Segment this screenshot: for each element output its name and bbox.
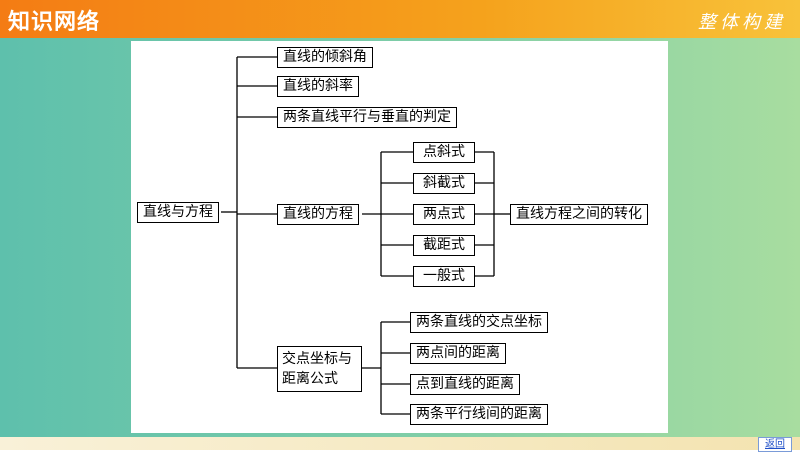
node-inclination-angle: 直线的倾斜角 (277, 47, 373, 68)
node-slope: 直线的斜率 (277, 76, 359, 97)
node-two-point-distance: 两点间的距离 (410, 343, 506, 364)
node-intercept: 截距式 (413, 235, 475, 256)
node-parallel-perpendicular: 两条直线平行与垂直的判定 (277, 107, 457, 128)
node-point-line-distance: 点到直线的距离 (410, 374, 520, 395)
node-intersection-distance-line1: 交点坐标与 (282, 351, 352, 367)
title-bar: 知识网络 整体构建 (0, 0, 800, 38)
node-point-slope: 点斜式 (413, 142, 475, 163)
node-two-point: 两点式 (413, 204, 475, 225)
node-slope-intercept: 斜截式 (413, 173, 475, 194)
node-equation-conversion: 直线方程之间的转化 (510, 204, 648, 225)
node-intersection-distance: 交点坐标与 距离公式 (277, 346, 362, 392)
node-general-form: 一般式 (413, 266, 475, 287)
node-line-equation: 直线的方程 (277, 204, 359, 225)
diagram-panel (131, 41, 668, 433)
node-intersection-coords: 两条直线的交点坐标 (410, 312, 548, 333)
section-title: 知识网络 (8, 10, 101, 35)
node-root: 直线与方程 (137, 202, 219, 223)
section-subtitle: 整体构建 (698, 12, 786, 33)
bottom-bar (0, 437, 800, 450)
node-parallel-lines-distance: 两条平行线间的距离 (410, 404, 548, 425)
node-intersection-distance-line2: 距离公式 (282, 371, 338, 387)
